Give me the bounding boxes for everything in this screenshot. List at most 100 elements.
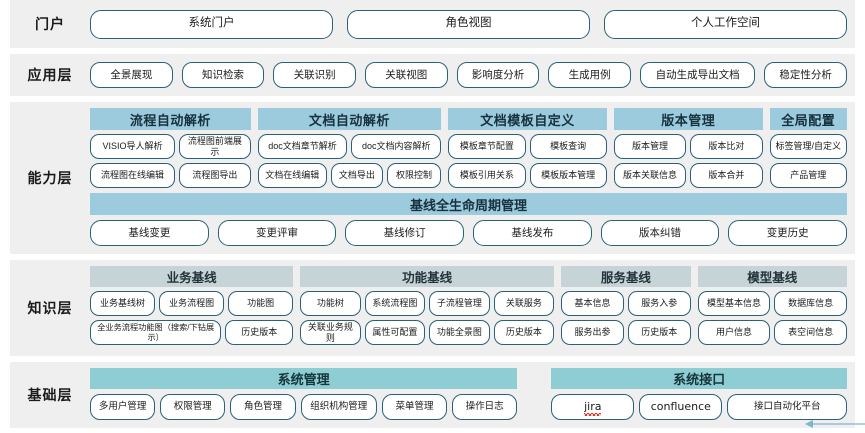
- app-item-auto-export-doc[interactable]: 自动生成导出文档: [639, 62, 756, 88]
- kn-item-model-basic-info[interactable]: 模型基本信息: [697, 291, 771, 316]
- cap-item-template-reference-relation[interactable]: 模板引用关系: [448, 163, 526, 188]
- capability-row: 文档在线编辑 文档导出 权限控制: [257, 163, 442, 188]
- band-application: 应用层 全景展现 知识检索 关联识别 关联视图 影响度分析 生成用例 自动生成导…: [10, 54, 855, 96]
- kn-item-business-baseline-tree[interactable]: 业务基线树: [90, 291, 156, 316]
- knowledge-row: 全业务流程功能图（搜索/下钻展示） 历史版本: [90, 320, 294, 345]
- cap-item-version-merge[interactable]: 版本合并: [690, 163, 763, 188]
- cap-item-template-query[interactable]: 模板查询: [529, 134, 607, 159]
- cap-item-doc-chapter-parse[interactable]: doc文档章节解析: [257, 134, 348, 159]
- capability-row: 版本管理 版本比对: [613, 134, 763, 159]
- capability-group-global-config: 全局配置 标签管理/自定义 产品管理: [769, 108, 847, 188]
- app-item-relation-view[interactable]: 关联视图: [364, 62, 448, 88]
- cap-item-flowchart-online-edit[interactable]: 流程图在线编辑: [90, 163, 176, 188]
- band-label-foundation: 基础层: [27, 387, 73, 403]
- kn-item-function-history-version[interactable]: 历史版本: [493, 320, 555, 345]
- cap-item-product-manage[interactable]: 产品管理: [769, 163, 847, 188]
- kn-item-tablespace-info[interactable]: 表空间信息: [774, 320, 848, 345]
- app-item-impact-analysis[interactable]: 影响度分析: [456, 62, 540, 88]
- kn-item-function-panorama[interactable]: 功能全景图: [429, 320, 490, 345]
- cap-item-template-version-manage[interactable]: 模板版本管理: [529, 163, 607, 188]
- band-label-application: 应用层: [27, 67, 73, 83]
- fd-item-multi-user-manage[interactable]: 多用户管理: [90, 394, 156, 420]
- kn-item-all-business-process-function-chart[interactable]: 全业务流程功能图（搜索/下钻展示）: [90, 320, 222, 345]
- band-capability: 能力层 流程自动解析 VISIO导人解析 流程图前端展示 流程图在线编辑 流程图…: [10, 102, 855, 254]
- cap-item-permission-control[interactable]: 权限控制: [386, 163, 442, 188]
- capability-row: 模板章节配置 模板查询: [448, 134, 607, 159]
- app-item-panorama[interactable]: 全景展现: [90, 62, 173, 88]
- fd-item-confluence[interactable]: confluence: [639, 394, 723, 420]
- app-item-relation-identify[interactable]: 关联识别: [273, 62, 356, 88]
- cap-item-visio-import-parse[interactable]: VISIO导人解析: [90, 134, 176, 159]
- app-item-knowledge-search[interactable]: 知识检索: [181, 62, 265, 88]
- lifecycle-item-baseline-change[interactable]: 基线变更: [90, 220, 209, 246]
- knowledge-row: 用户信息 表空间信息: [697, 320, 848, 345]
- group-header-version-manage: 版本管理: [613, 108, 763, 130]
- lifecycle-item-version-correction[interactable]: 版本纠错: [600, 220, 720, 246]
- kn-item-business-flowchart[interactable]: 业务流程图: [159, 291, 225, 316]
- group-header-function-baseline: 功能基线: [300, 266, 555, 287]
- foundation-group-system-interface: 系统接口 jira confluence 接口自动化平台: [551, 368, 847, 422]
- portal-items: 系统门户 角色视图 个人工作空间: [90, 0, 855, 48]
- capability-content: 流程自动解析 VISIO导人解析 流程图前端展示 流程图在线编辑 流程图导出 文…: [90, 102, 855, 254]
- group-header-doc-template: 文档模板自定义: [448, 108, 607, 130]
- lifecycle-item-change-review[interactable]: 变更评审: [217, 220, 337, 246]
- group-header-system-interface: 系统接口: [551, 368, 847, 389]
- fd-item-permission-manage[interactable]: 权限管理: [160, 394, 226, 420]
- kn-item-service-input-param[interactable]: 服务入参: [627, 291, 691, 316]
- cap-item-flowchart-export[interactable]: 流程图导出: [179, 163, 251, 188]
- portal-item-role-view[interactable]: 角色视图: [347, 9, 590, 39]
- portal-item-personal-workspace[interactable]: 个人工作空间: [604, 9, 847, 39]
- band-foundation: 基础层 系统管理 多用户管理 权限管理 角色管理 组织机构管理 菜单管理 操作日…: [10, 362, 855, 428]
- kn-item-history-version[interactable]: 历史版本: [225, 320, 294, 345]
- cap-item-template-chapter-config[interactable]: 模板章节配置: [448, 134, 526, 159]
- capability-groups: 流程自动解析 VISIO导人解析 流程图前端展示 流程图在线编辑 流程图导出 文…: [90, 108, 847, 188]
- knowledge-row: 模型基本信息 数据库信息: [697, 291, 848, 316]
- kn-item-user-info[interactable]: 用户信息: [697, 320, 771, 345]
- kn-item-service-output-param[interactable]: 服务出参: [561, 320, 624, 345]
- knowledge-content: 业务基线 业务基线树 业务流程图 功能图 全业务流程功能图（搜索/下钻展示） 历…: [90, 260, 855, 356]
- kn-item-related-business-rule[interactable]: 关联业务规则: [300, 320, 361, 345]
- cap-item-version-compare[interactable]: 版本比对: [690, 134, 763, 159]
- cap-item-doc-export[interactable]: 文档导出: [330, 163, 383, 188]
- fd-item-role-manage[interactable]: 角色管理: [230, 394, 296, 420]
- capability-group-version-manage: 版本管理 版本管理 版本比对 版本关联信息 版本合并: [613, 108, 763, 188]
- kn-item-database-info[interactable]: 数据库信息: [774, 291, 848, 316]
- fd-item-menu-manage[interactable]: 菜单管理: [381, 394, 448, 420]
- foundation-row: jira confluence 接口自动化平台: [551, 394, 847, 420]
- fd-item-interface-automation-platform[interactable]: 接口自动化平台: [727, 394, 847, 420]
- fd-item-operation-log[interactable]: 操作日志: [452, 394, 518, 420]
- band-label-portal: 门户: [35, 16, 65, 32]
- capability-row: 版本关联信息 版本合并: [613, 163, 763, 188]
- portal-item-system-portal[interactable]: 系统门户: [90, 9, 333, 39]
- cap-item-doc-online-edit[interactable]: 文档在线编辑: [257, 163, 327, 188]
- kn-item-subprocess-manage[interactable]: 子流程管理: [429, 291, 490, 316]
- fd-item-org-structure-manage[interactable]: 组织机构管理: [300, 394, 377, 420]
- kn-item-service-basic-info[interactable]: 基本信息: [561, 291, 624, 316]
- lifecycle-item-baseline-release[interactable]: 基线发布: [473, 220, 592, 246]
- cap-item-version-relation-info[interactable]: 版本关联信息: [613, 163, 687, 188]
- band-knowledge: 知识层 业务基线 业务基线树 业务流程图 功能图 全业务流程功能图（搜索/下钻展…: [10, 260, 855, 356]
- kn-item-service-history-version[interactable]: 历史版本: [627, 320, 691, 345]
- lifecycle-item-change-history[interactable]: 变更历史: [728, 220, 848, 246]
- foundation-row: 多用户管理 权限管理 角色管理 组织机构管理 菜单管理 操作日志: [90, 394, 518, 420]
- cap-item-doc-content-parse[interactable]: doc文档内容解析: [351, 134, 442, 159]
- cap-item-tag-manage-custom[interactable]: 标签管理/自定义: [769, 134, 847, 159]
- kn-item-related-service[interactable]: 关联服务: [493, 291, 555, 316]
- application-items: 全景展现 知识检索 关联识别 关联视图 影响度分析 生成用例 自动生成导出文档 …: [90, 54, 855, 96]
- app-item-generate-usecase[interactable]: 生成用例: [548, 62, 631, 88]
- knowledge-row: 基本信息 服务入参: [561, 291, 691, 316]
- fd-item-jira[interactable]: jira: [551, 394, 635, 420]
- kn-item-attribute-configurable[interactable]: 属性可配置: [364, 320, 426, 345]
- kn-item-system-flowchart[interactable]: 系统流程图: [364, 291, 426, 316]
- cap-item-version-manage[interactable]: 版本管理: [613, 134, 687, 159]
- capability-row: 流程图在线编辑 流程图导出: [90, 163, 251, 188]
- capability-row: 标签管理/自定义: [769, 134, 847, 159]
- kn-item-function-tree[interactable]: 功能树: [300, 291, 361, 316]
- cap-item-flowchart-frontend-display[interactable]: 流程图前端展示: [179, 134, 251, 159]
- app-item-stability-analysis[interactable]: 稳定性分析: [764, 62, 847, 88]
- kn-item-function-chart[interactable]: 功能图: [228, 291, 294, 316]
- capability-group-process-parse: 流程自动解析 VISIO导人解析 流程图前端展示 流程图在线编辑 流程图导出: [90, 108, 251, 188]
- fd-item-jira-label: jira: [584, 399, 602, 416]
- lifecycle-item-baseline-revise[interactable]: 基线修订: [345, 220, 465, 246]
- capability-group-doc-parse: 文档自动解析 doc文档章节解析 doc文档内容解析 文档在线编辑 文档导出 权…: [257, 108, 442, 188]
